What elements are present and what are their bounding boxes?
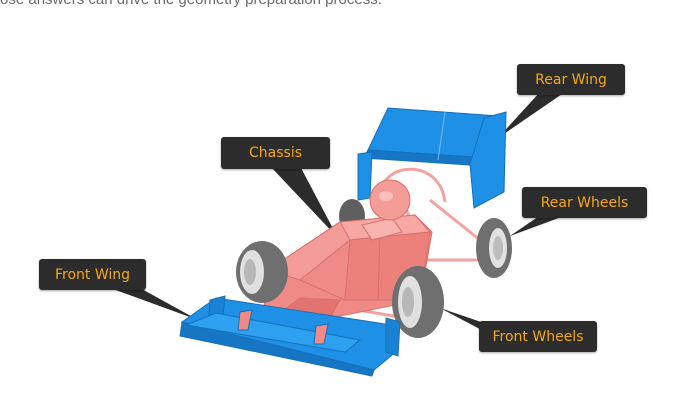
rear-wheel-right <box>476 218 512 278</box>
chassis-pointer <box>270 166 338 238</box>
helmet <box>369 179 411 221</box>
front-wheels-label: Front Wheels <box>479 321 597 352</box>
front-wing <box>179 295 401 377</box>
front-wheel-left <box>236 241 288 303</box>
intro-text: ose answers can drive the geometry prepa… <box>0 0 382 8</box>
front-wing-pointer <box>110 288 198 320</box>
rear-wheels-pointer <box>510 212 575 236</box>
rear-wheels-label: Rear Wheels <box>522 187 647 218</box>
rear-wing-label: Rear Wing <box>517 64 625 95</box>
chassis-label: Chassis <box>221 137 330 169</box>
front-wheel-right <box>392 266 444 338</box>
rear-wing <box>357 107 507 209</box>
rear-wing-pointer <box>498 92 565 138</box>
front-wing-label: Front Wing <box>39 259 146 290</box>
chassis-body <box>260 214 433 331</box>
